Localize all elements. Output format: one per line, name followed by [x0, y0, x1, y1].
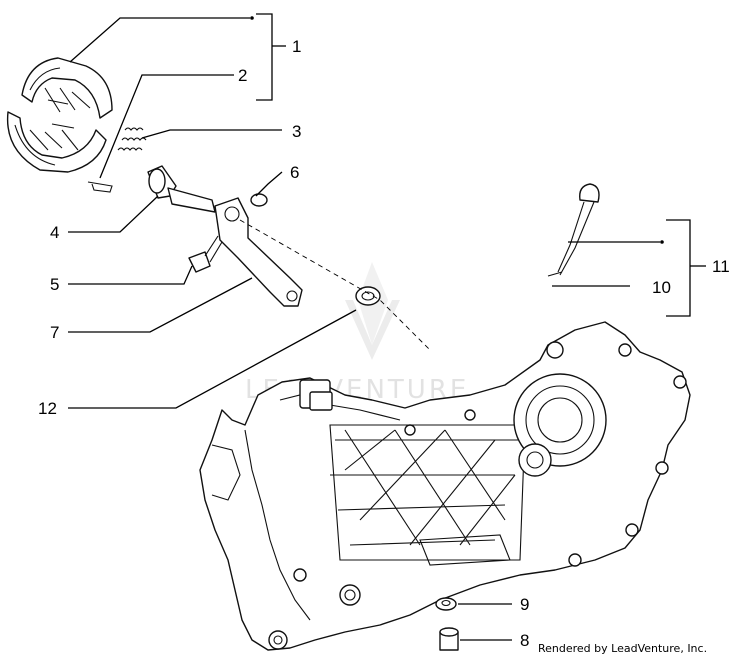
- brake-lever: [214, 197, 303, 307]
- callout-7: 7: [50, 323, 59, 342]
- callout-10: 10: [652, 278, 671, 297]
- brake-shoe-set: [6, 57, 113, 173]
- callout-8: 8: [520, 631, 529, 650]
- drain-nut: [435, 597, 457, 611]
- assembly-axis-line: [239, 219, 431, 351]
- spring-clip: [87, 181, 113, 193]
- render-credit: Rendered by LeadVenture, Inc.: [538, 642, 707, 655]
- leader-lines: [68, 13, 706, 641]
- callout-5: 5: [50, 275, 59, 294]
- return-springs: [117, 127, 147, 151]
- callout-4: 4: [50, 223, 59, 242]
- callout-6: 6: [290, 163, 299, 182]
- callout-9: 9: [520, 595, 529, 614]
- callout-1: 1: [292, 37, 301, 56]
- bushing: [250, 193, 268, 207]
- callout-12: 12: [38, 399, 57, 418]
- oil-seal: [355, 286, 381, 306]
- callout-3: 3: [292, 122, 301, 141]
- crankcase-housing: [199, 321, 691, 651]
- callout-11: 11: [712, 257, 730, 276]
- pinch-bolt: [188, 235, 223, 273]
- callout-2: 2: [238, 66, 247, 85]
- oil-dipstick: [547, 183, 600, 277]
- brake-cam-shaft: [147, 165, 216, 213]
- drain-plug: [439, 627, 459, 651]
